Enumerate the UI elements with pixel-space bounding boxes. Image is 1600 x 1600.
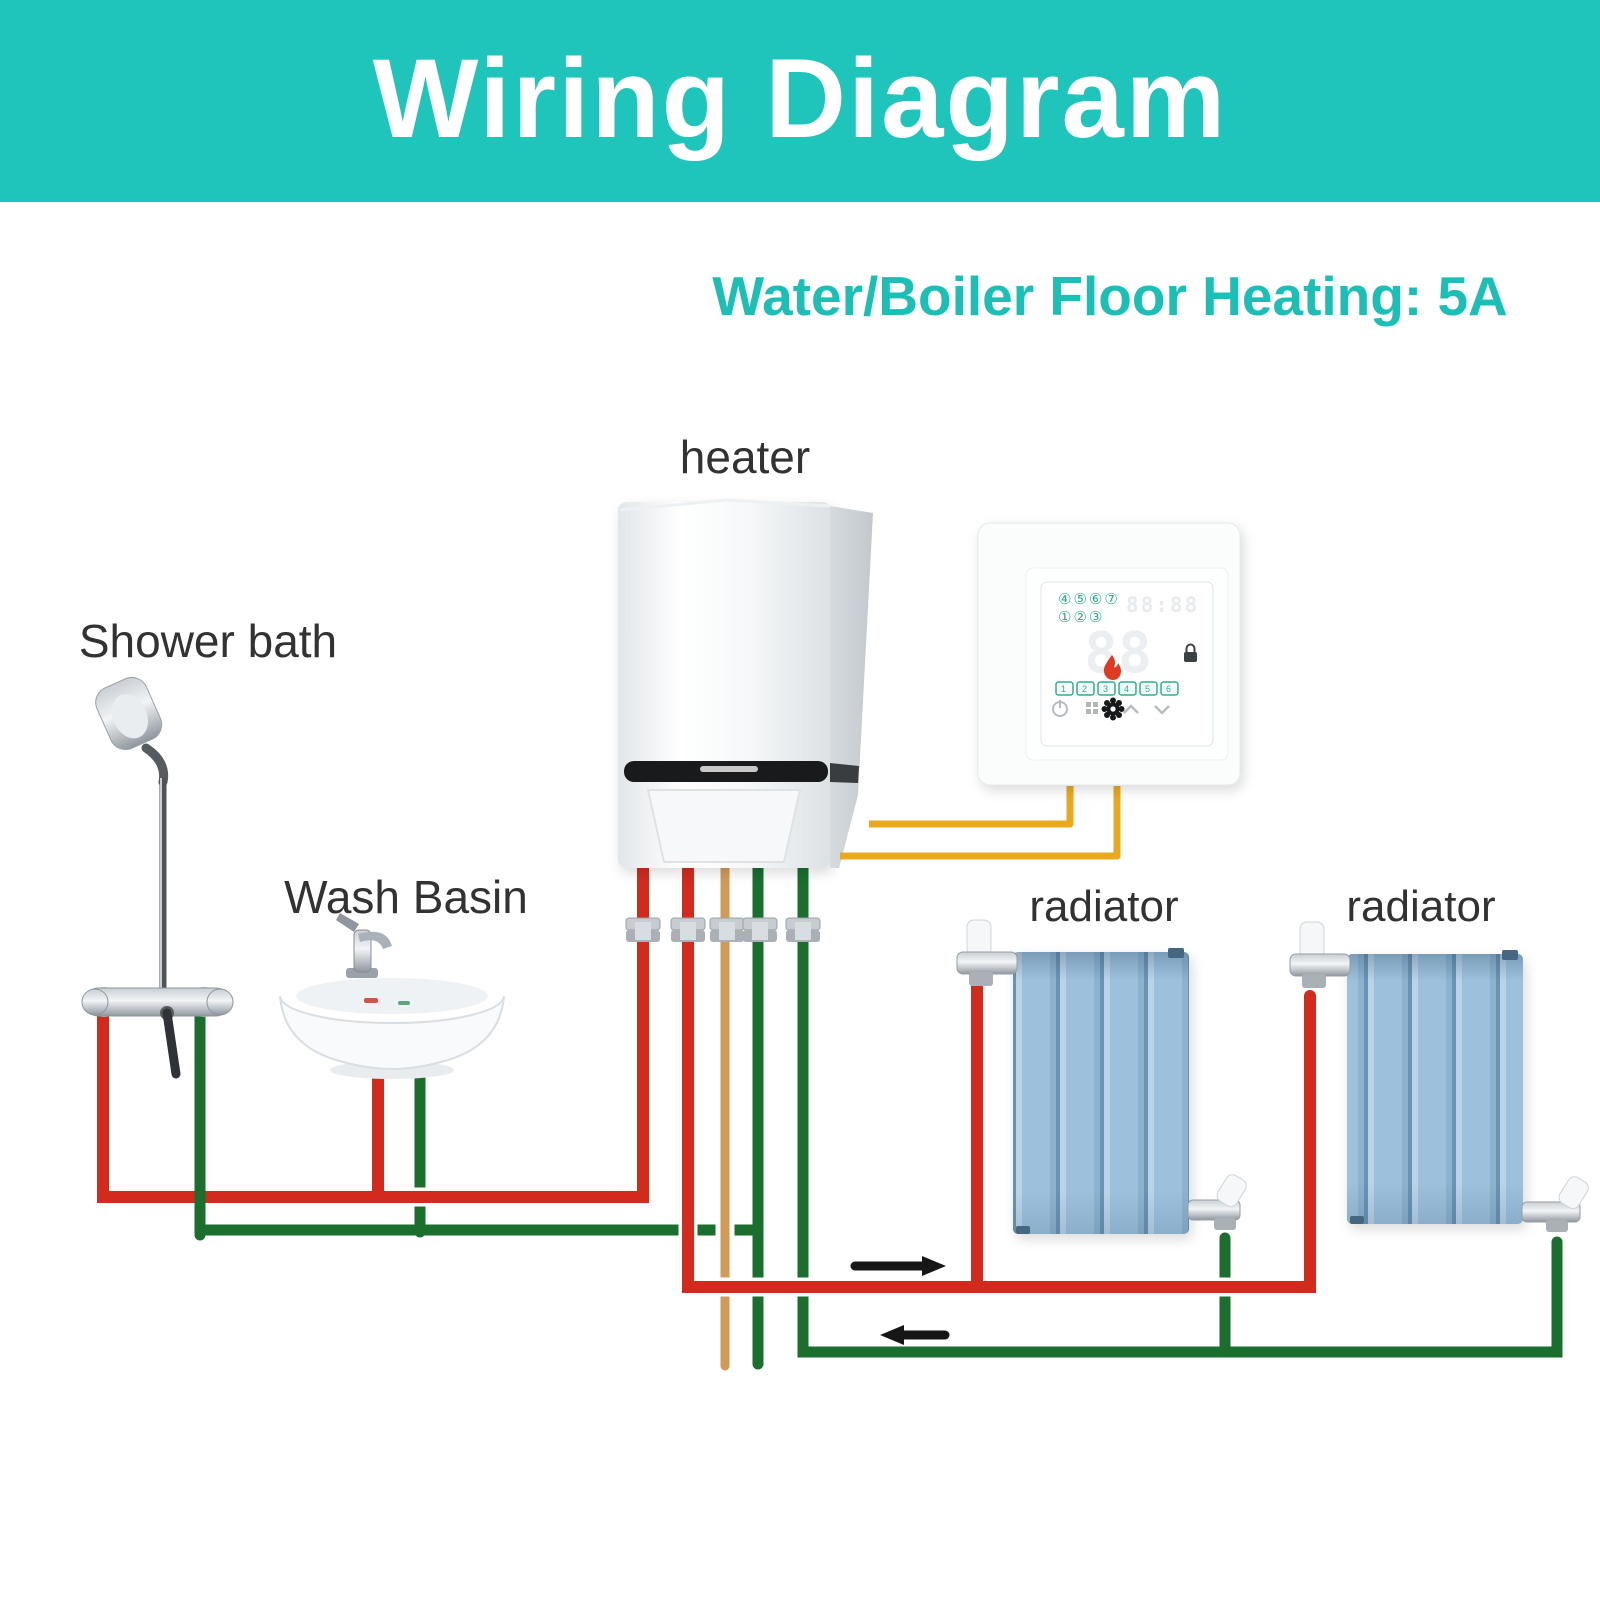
schedule-icon-2: [1076, 681, 1095, 696]
thermostat-unit: ④⑤⑥⑦ ①②③ 88:88 88 1 2 3: [977, 522, 1241, 786]
pipe-coupling: [709, 917, 745, 942]
heater-side-stripe: [830, 763, 859, 783]
hot-supply-pipe-left: [97, 854, 649, 1203]
radiator-right-outlet-valve: [1521, 1176, 1589, 1232]
schedule-number: 1: [1061, 684, 1066, 694]
heater-top-edge: [619, 498, 831, 512]
header-banner: Wiring Diagram: [0, 0, 1600, 202]
shower-mixer-cap-left: [81, 988, 109, 1016]
page-title: Wiring Diagram: [372, 35, 1228, 161]
supply-flow-arrow: [850, 1256, 946, 1276]
heater-unit: [618, 498, 873, 868]
radiator-right-inlet-valve: [1289, 921, 1351, 988]
pipe-coupling: [625, 917, 661, 942]
shower-hose: [141, 743, 169, 787]
schedule-number: 4: [1124, 684, 1129, 694]
schedule-number: 2: [1082, 684, 1087, 694]
lock-icon: [1184, 643, 1197, 662]
schedule-icon-numbers: 1 2 3 4 5 6: [1061, 684, 1171, 694]
shower-head: [95, 676, 163, 750]
radiator-left-label: radiator: [1029, 882, 1179, 931]
basin-bowl: [279, 995, 505, 1071]
clock-display: 88:88: [1126, 593, 1199, 617]
heater-stripe-glint: [700, 766, 758, 772]
schedule-icon-3: [1097, 681, 1116, 696]
wash-basin-unit: [279, 913, 505, 1079]
gear-icon: [1101, 697, 1125, 721]
radiator-right-top-nub: [1502, 950, 1518, 960]
thermostat-wires: [840, 786, 1121, 860]
program-grid-icon: [1086, 702, 1098, 714]
radiator-right-bottom-nub: [1350, 1216, 1364, 1224]
shower-mixer-cap-right: [206, 988, 234, 1016]
radiator-left-inlet-valve: [956, 919, 1018, 986]
pipe-coupling: [785, 917, 821, 942]
basin-cold-mark: [398, 1001, 410, 1005]
shower-bath-label: Shower bath: [78, 615, 338, 667]
pipe-couplings: [625, 917, 821, 942]
schedule-icon-1: [1055, 681, 1074, 696]
heater-label: heater: [679, 431, 811, 483]
schedule-icon-5: [1139, 681, 1158, 696]
schedule-icon-4: [1118, 681, 1137, 696]
wash-basin-label: Wash Basin: [284, 871, 528, 923]
schedule-number: 6: [1166, 684, 1171, 694]
schedule-icons-row: [1055, 681, 1179, 696]
radiator-left-bottom-nub: [1016, 1226, 1030, 1234]
shower-lever: [162, 1008, 181, 1079]
radiator-right-label: radiator: [1346, 882, 1496, 931]
period-numbers-top: ④⑤⑥⑦: [1058, 590, 1120, 608]
period-numbers-bottom: ①②③: [1058, 608, 1104, 626]
radiator-left-body: [1013, 948, 1189, 1234]
radiator-left-outlet-valve: [1187, 1174, 1247, 1230]
basin-faucet: [336, 913, 392, 978]
schedule-icon-6: [1160, 681, 1179, 696]
thermostat-wire-2: [840, 786, 1121, 860]
hot-supply-pipe-right: [682, 854, 1316, 1293]
thermostat-screen: [1040, 581, 1214, 747]
return-flow-arrow: [880, 1325, 950, 1345]
basin-hot-mark: [364, 998, 378, 1003]
pipe-coupling: [670, 917, 706, 942]
shower-unit: [81, 676, 234, 1079]
radiator-left-top-nub: [1168, 948, 1184, 958]
arrow-up-icon: [1123, 704, 1139, 714]
heater-side-panel: [830, 506, 873, 868]
pipe-coupling: [742, 917, 778, 942]
flame-icon: [1103, 655, 1121, 680]
heater-bottom-panel: [646, 789, 802, 863]
schedule-number: 3: [1103, 684, 1108, 694]
return-pipe-right: [797, 854, 1563, 1358]
radiator-right-body: [1347, 950, 1523, 1224]
schedule-number: 5: [1145, 684, 1150, 694]
power-icon: [1052, 700, 1068, 717]
basin-rim: [296, 978, 488, 1014]
thermostat-wire-1: [869, 786, 1074, 828]
hot-supply-network: [97, 854, 1316, 1293]
arrow-down-icon: [1154, 705, 1170, 715]
diagram-subtitle: Water/Boiler Floor Heating: 5A: [712, 265, 1508, 327]
